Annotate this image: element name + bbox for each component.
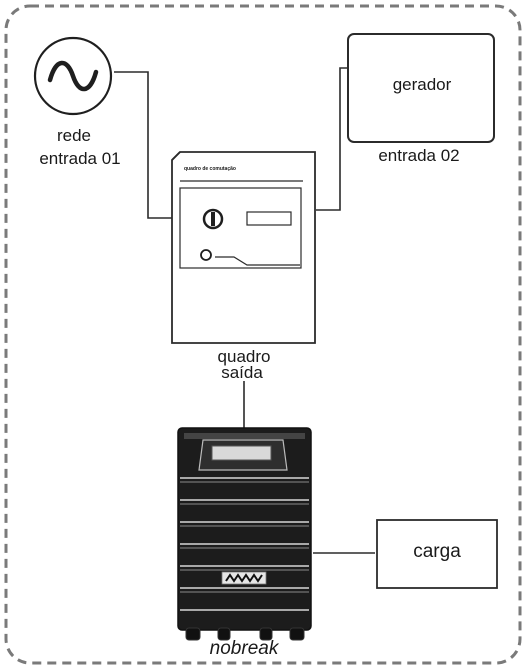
rede-source-icon [33,36,113,116]
entrada-02-label: entrada 02 [378,146,460,165]
rede-to-panel-line [114,71,172,219]
quadro-label: quadro [217,347,271,366]
panel-header-text: quadro de comutação [184,166,236,172]
rede-label: rede [56,126,92,145]
nobreak-logo-icon [221,571,267,585]
nobreak-unit [177,427,312,641]
entrada-01-label: entrada 01 [39,149,121,168]
connection-lines [114,67,375,554]
gerador-label: gerador [392,75,452,94]
carga-box [376,519,498,589]
indicator-lamp-icon [200,249,212,261]
gerador-box [347,33,495,143]
nobreak-casters [185,627,305,641]
panel-inner-frame [179,187,302,269]
saida-label: saída [221,363,263,382]
nobreak-label: nobreak [209,638,279,659]
quadro-panel [171,151,316,344]
gerador-to-panel-line [316,67,350,211]
nobreak-display [211,445,272,461]
panel-display-slot [246,211,292,226]
carga-label: carga [413,541,461,562]
dashed-enclosure [4,4,522,665]
